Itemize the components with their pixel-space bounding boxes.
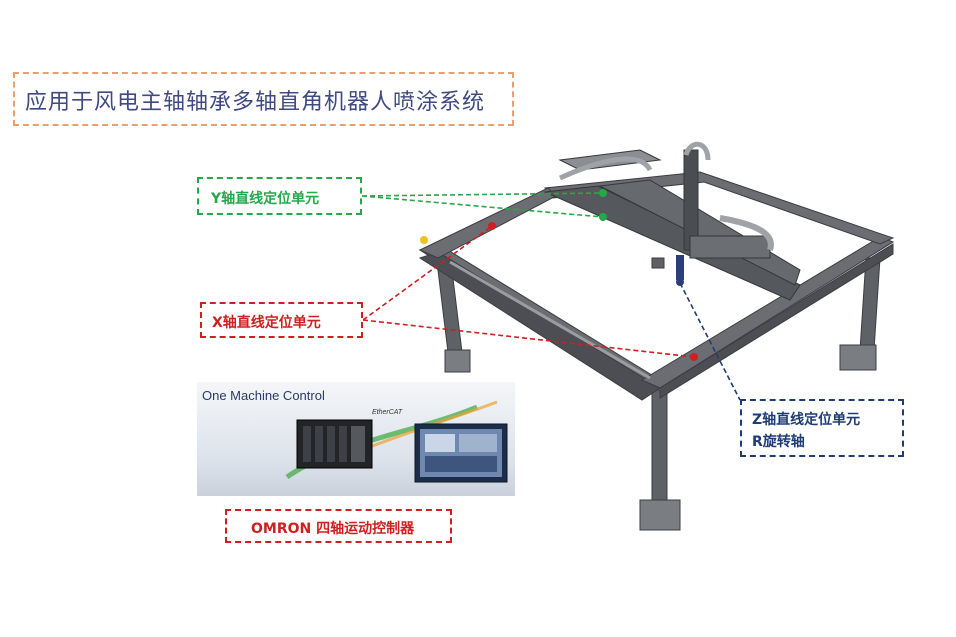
- controller-label: OMRON 四轴运动控制器: [251, 521, 415, 537]
- ethercat-logo: EtherCAT: [372, 409, 403, 416]
- title-frame: 应用于风电主轴轴承多轴直角机器人喷涂系统: [13, 72, 514, 126]
- y-axis-unit: [543, 141, 801, 301]
- controller-image: One Machine Control EtherCAT: [197, 382, 515, 496]
- x-axis-label-box: X轴直线定位单元: [200, 302, 363, 338]
- z-axis-label-box: Z轴直线定位单元 R旋转轴: [740, 399, 904, 457]
- controller-illustration: [285, 400, 508, 483]
- marker-dots: [488, 189, 698, 361]
- x-leader-1: [362, 225, 493, 321]
- page-title: 应用于风电主轴轴承多轴直角机器人喷涂系统: [25, 90, 486, 115]
- controller-label-box: OMRON 四轴运动控制器: [225, 509, 452, 543]
- z-axis-head: [676, 255, 684, 286]
- z-axis-label: Z轴直线定位单元: [752, 412, 861, 428]
- y-leader-1: [361, 192, 604, 197]
- y-leader-2: [361, 195, 604, 218]
- x-axis-label: X轴直线定位单元: [212, 315, 321, 331]
- y-axis-label: Y轴直线定位单元: [211, 191, 320, 207]
- x-guide-rail: [449, 260, 651, 380]
- r-axis-label: R旋转轴: [752, 434, 805, 450]
- z-leader: [679, 282, 741, 401]
- y-axis-label-box: Y轴直线定位单元: [197, 177, 362, 215]
- leader-lines: [361, 192, 741, 401]
- controller-image-title: One Machine Control: [202, 388, 325, 403]
- warning-lamp: [420, 236, 428, 244]
- gantry-frame: [418, 171, 895, 531]
